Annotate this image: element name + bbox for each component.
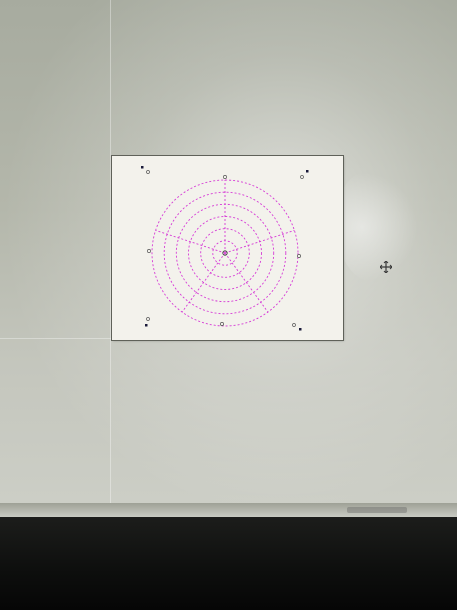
center-point[interactable] bbox=[222, 250, 228, 256]
drawing-sheet[interactable] bbox=[112, 156, 343, 340]
taskbar bbox=[0, 503, 457, 517]
corner-marker-bottom-left[interactable] bbox=[145, 317, 150, 327]
corner-marker-top-left[interactable] bbox=[141, 166, 150, 174]
target-ring bbox=[163, 191, 287, 315]
guide-line bbox=[0, 338, 112, 339]
move-cursor-icon bbox=[379, 258, 393, 274]
target-drawing bbox=[141, 166, 309, 331]
target-spoke bbox=[155, 229, 226, 254]
target-spokes bbox=[155, 180, 295, 313]
target-spoke bbox=[181, 252, 226, 313]
target-ring bbox=[151, 179, 299, 327]
reference-point-right[interactable] bbox=[297, 254, 301, 258]
corner-marker-bottom-right[interactable] bbox=[292, 323, 302, 331]
reference-point-left[interactable] bbox=[147, 249, 151, 253]
target-spoke bbox=[224, 252, 269, 313]
corner-marker-top-right[interactable] bbox=[300, 170, 309, 179]
reference-point-top[interactable] bbox=[223, 175, 227, 179]
desktop-screen bbox=[0, 0, 457, 520]
system-tray[interactable] bbox=[347, 507, 407, 513]
window-edge-line bbox=[110, 0, 111, 505]
target-ring bbox=[188, 216, 262, 290]
screen-glare bbox=[338, 172, 418, 282]
monitor-bezel bbox=[0, 517, 457, 610]
target-spoke bbox=[224, 229, 295, 254]
reference-point-bottom[interactable] bbox=[220, 322, 224, 326]
